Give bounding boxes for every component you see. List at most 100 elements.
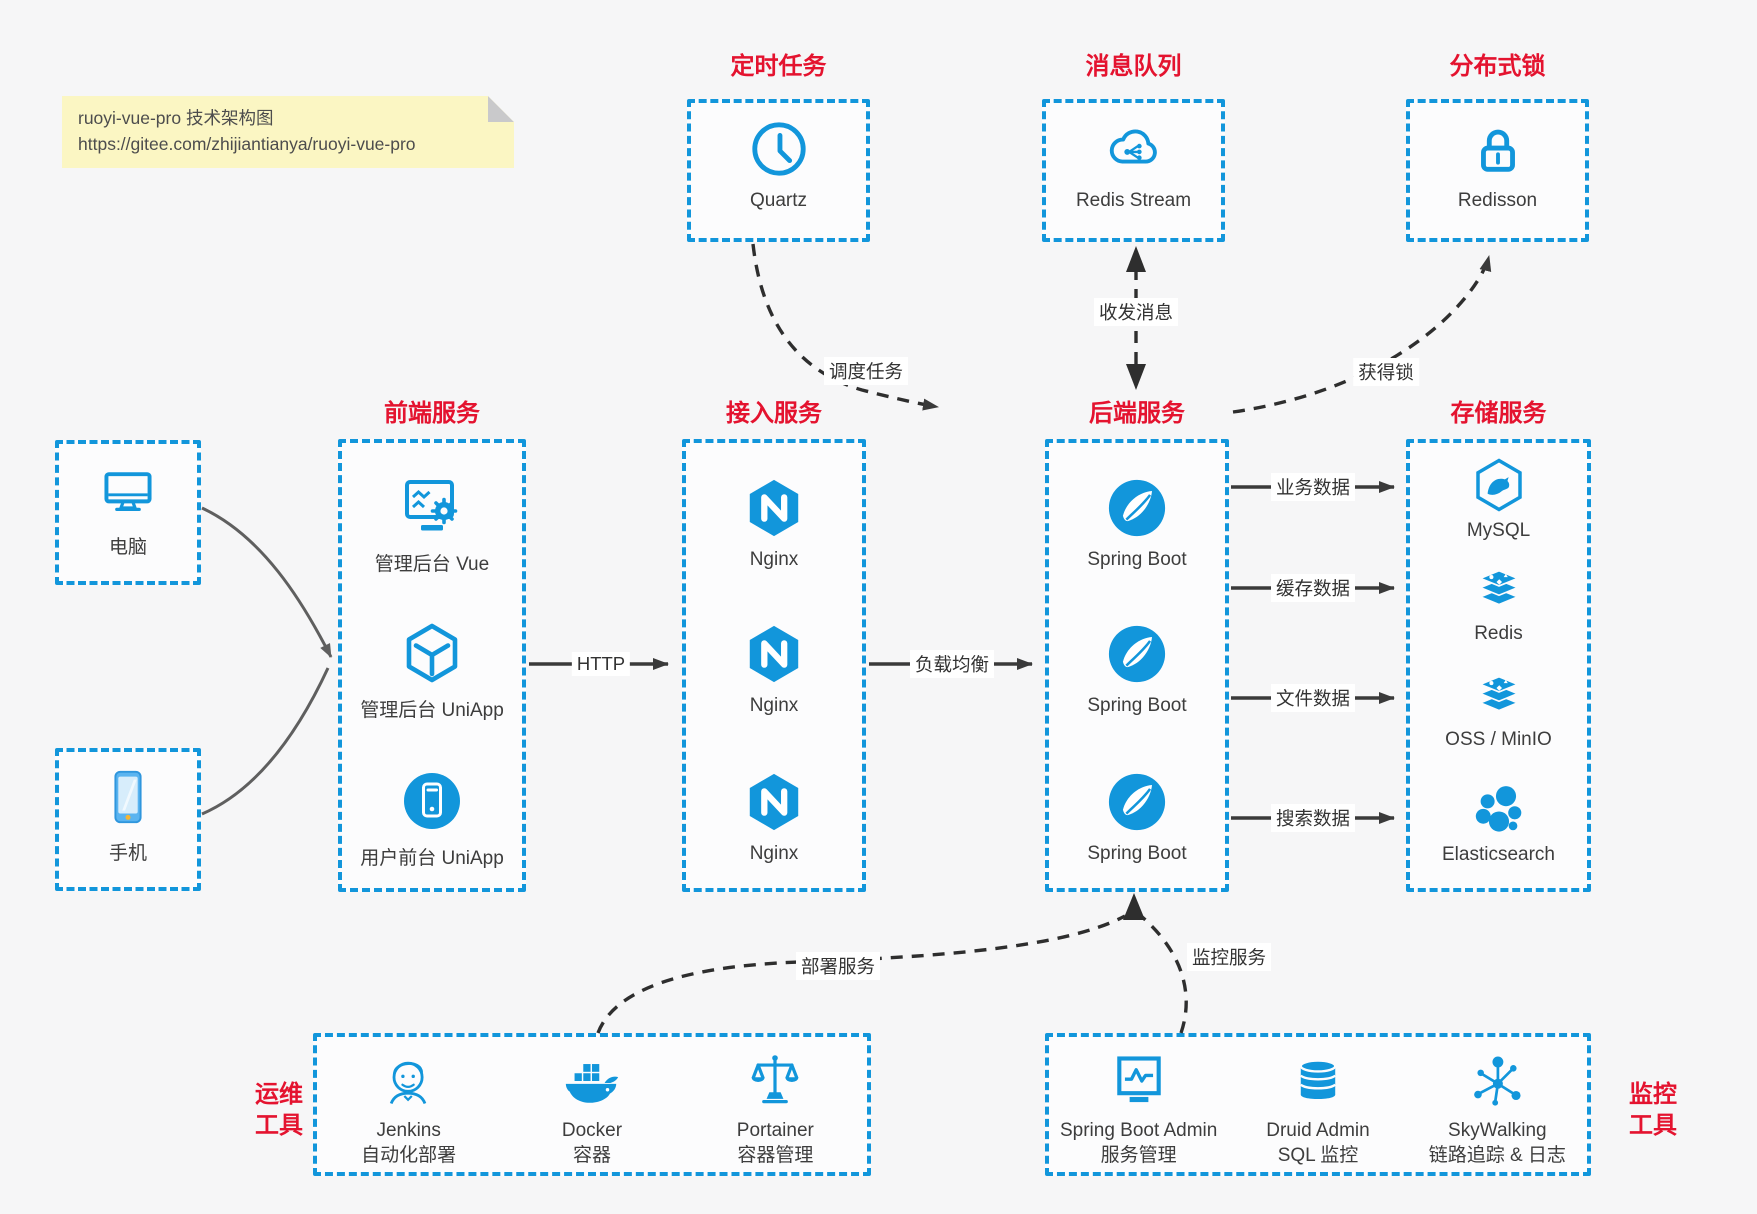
node-admin-uniapp: 管理后台 UniApp	[342, 621, 522, 722]
search-data-label: 搜索数据	[1270, 804, 1356, 832]
pc-client-label: 电脑	[108, 537, 147, 558]
deploy-monitor-up-arrowhead	[1123, 893, 1145, 920]
druid-database-icon	[1299, 1059, 1337, 1100]
column-title-frontend: 前端服务	[384, 400, 480, 427]
node-nginx-3: Nginx	[686, 771, 862, 865]
gateway-services-box: Nginx Nginx Nginx	[682, 439, 866, 892]
node-docker: Docker 容器	[500, 1037, 683, 1172]
monitor-tools-side-label: 监控 工具	[1629, 1081, 1677, 1139]
group-title-scheduled-tasks: 定时任务	[730, 53, 827, 80]
node-oss-minio: OSS / MinIO	[1410, 670, 1587, 751]
jenkins-icon	[389, 1061, 426, 1105]
node-elasticsearch: Elasticsearch	[1410, 783, 1587, 866]
schedule-label: 调度任务	[823, 357, 909, 385]
docker-sublabel: 容器	[572, 1145, 611, 1166]
column-title-gateway: 接入服务	[726, 400, 822, 427]
deploy-label: 部署服务	[795, 952, 881, 980]
spring-boot-label: Spring Boot	[1087, 843, 1187, 864]
spring-boot-icon	[1106, 623, 1168, 685]
node-nginx-2: Nginx	[686, 623, 862, 717]
docker-label: Docker	[561, 1120, 623, 1141]
skywalking-network-icon	[1474, 1056, 1521, 1106]
spring-boot-label: Spring Boot	[1087, 549, 1187, 570]
column-title-storage: 存储服务	[1450, 400, 1547, 427]
desktop-icon	[104, 472, 152, 511]
node-spring-boot-3: Spring Boot	[1049, 771, 1225, 865]
lock-label: 获得锁	[1353, 358, 1419, 386]
node-admin-vue: 管理后台 Vue	[342, 475, 522, 576]
skywalking-sublabel: 链路追踪 & 日志	[1428, 1145, 1566, 1166]
portainer-label: Portainer	[736, 1120, 814, 1141]
node-redis: Redis	[1410, 564, 1587, 645]
spring-boot-icon	[1106, 771, 1168, 833]
nginx-label: Nginx	[749, 843, 799, 864]
node-spring-boot-admin: Spring Boot Admin 服务管理	[1049, 1037, 1228, 1172]
client-to-frontend-arrows	[201, 506, 333, 816]
node-skywalking: SkyWalking 链路追踪 & 日志	[1408, 1037, 1587, 1172]
note-title: ruoyi-vue-pro 技术架构图	[78, 108, 274, 128]
smartphone-icon	[114, 770, 142, 824]
phone-client-box: 手机	[55, 748, 201, 891]
message-up-arrowhead	[1126, 246, 1146, 272]
uniapp-cube-icon	[406, 623, 458, 683]
node-mysql: MySQL	[1410, 457, 1587, 542]
redis-stream-box: Redis Stream	[1042, 99, 1225, 242]
nginx-label: Nginx	[749, 695, 799, 716]
node-portainer: Portainer 容器管理	[684, 1037, 867, 1172]
admin-vue-label: 管理后台 Vue	[374, 554, 490, 575]
portainer-sublabel: 容器管理	[737, 1145, 814, 1166]
spring-boot-admin-label: Spring Boot Admin	[1059, 1120, 1218, 1141]
gear-icon	[430, 497, 458, 525]
user-app-icon	[404, 773, 460, 829]
business-data-label: 业务数据	[1270, 473, 1356, 501]
redis-stream-label: Redis Stream	[1075, 190, 1192, 211]
redis-stack-icon	[1471, 670, 1527, 724]
nginx-icon	[743, 477, 805, 539]
note-fold-corner	[488, 96, 514, 122]
monitor-label: 监控服务	[1186, 943, 1272, 971]
node-nginx-1: Nginx	[686, 477, 862, 571]
phone-client-label: 手机	[108, 843, 147, 864]
node-druid: Druid Admin SQL 监控	[1228, 1037, 1407, 1172]
monitor-service-curve	[1139, 914, 1188, 1034]
ops-tools-box: Jenkins 自动化部署 Docker 容器	[313, 1033, 871, 1176]
skywalking-label: SkyWalking	[1448, 1120, 1547, 1141]
cache-data-label: 缓存数据	[1270, 574, 1356, 602]
group-title-distributed-lock: 分布式锁	[1449, 53, 1546, 80]
redisson-box: Redisson	[1406, 99, 1589, 242]
node-spring-boot-2: Spring Boot	[1049, 623, 1225, 717]
elasticsearch-icon	[1475, 786, 1521, 832]
storage-services-box: MySQL Redis OSS / MinIO Elasticsearch	[1406, 439, 1591, 892]
sticky-note: ruoyi-vue-pro 技术架构图 https://gitee.com/zh…	[62, 96, 514, 168]
docker-icon	[565, 1064, 619, 1103]
nginx-label: Nginx	[749, 549, 799, 570]
file-data-label: 文件数据	[1270, 684, 1356, 712]
group-title-message-queue: 消息队列	[1085, 53, 1182, 80]
admin-uniapp-label: 管理后台 UniApp	[360, 700, 504, 721]
nginx-icon	[743, 623, 805, 685]
admin-vue-icon	[405, 480, 458, 531]
note-url: https://gitee.com/zhijiantianya/ruoyi-vu…	[78, 134, 416, 154]
node-user-uniapp: 用户前台 UniApp	[342, 769, 522, 870]
portainer-scales-icon	[751, 1055, 799, 1104]
mysql-icon	[1475, 458, 1522, 512]
cloud-stream-icon	[1109, 129, 1157, 164]
quartz-label: Quartz	[749, 190, 808, 211]
message-down-arrowhead	[1126, 364, 1146, 390]
lock-icon	[1480, 129, 1515, 172]
jenkins-sublabel: 自动化部署	[361, 1145, 457, 1166]
quartz-box: Quartz	[687, 99, 870, 242]
spring-boot-label: Spring Boot	[1087, 695, 1187, 716]
clock-icon	[751, 122, 806, 176]
node-jenkins: Jenkins 自动化部署	[317, 1037, 500, 1172]
mysql-label: MySQL	[1466, 520, 1531, 541]
monitor-tools-box: Spring Boot Admin 服务管理 Druid Admin SQL 监…	[1045, 1033, 1591, 1176]
ops-tools-side-label: 运维 工具	[255, 1081, 303, 1139]
spring-boot-admin-sublabel: 服务管理	[1100, 1145, 1177, 1166]
spring-boot-admin-icon	[1116, 1056, 1161, 1103]
oss-minio-label: OSS / MinIO	[1445, 729, 1552, 750]
pc-client-box: 电脑	[55, 440, 201, 585]
redisson-label: Redisson	[1457, 190, 1538, 211]
frontend-services-box: 管理后台 Vue 管理后台 UniApp 用户前台 UniApp	[338, 439, 526, 892]
